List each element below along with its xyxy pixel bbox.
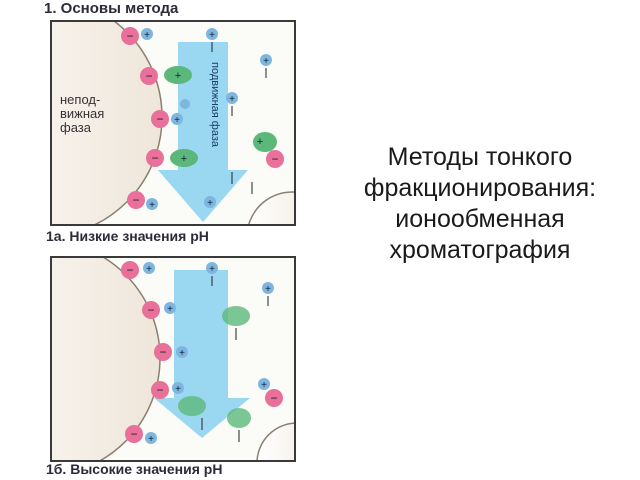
anion-protein-pair-right: + − bbox=[253, 132, 284, 168]
svg-text:−: − bbox=[130, 427, 137, 441]
svg-text:+: + bbox=[263, 56, 269, 67]
ion-pair: − + bbox=[121, 27, 153, 45]
free-cation: + bbox=[204, 196, 216, 209]
svg-text:+: + bbox=[167, 304, 173, 315]
svg-text:−: − bbox=[145, 69, 152, 83]
svg-text:+: + bbox=[261, 380, 267, 391]
svg-text:+: + bbox=[149, 200, 155, 211]
free-cation: + bbox=[262, 282, 274, 306]
svg-text:+: + bbox=[257, 136, 263, 148]
svg-text:+: + bbox=[209, 264, 215, 275]
free-cation bbox=[180, 99, 190, 109]
panel-low-ph-caption: 1а. Низкие значения рН bbox=[46, 228, 209, 244]
panel-high-ph-diagram: − + − + − + − + − + + + bbox=[52, 258, 294, 460]
free-cation: + − bbox=[258, 378, 283, 407]
ion-pair: − + bbox=[154, 343, 188, 361]
svg-text:+: + bbox=[179, 348, 185, 359]
ion-pair: − + bbox=[121, 261, 155, 279]
panel-low-ph-diagram: подвижная фаза непод- вижная фаза − + − … bbox=[52, 22, 294, 224]
ion-pair: − + bbox=[142, 301, 176, 319]
svg-text:−: − bbox=[271, 152, 278, 166]
svg-text:−: − bbox=[270, 391, 277, 405]
svg-text:+: + bbox=[148, 434, 154, 445]
svg-text:−: − bbox=[156, 112, 163, 126]
svg-text:+: + bbox=[207, 198, 213, 209]
svg-text:−: − bbox=[151, 151, 158, 165]
anion-protein-pair: − + bbox=[140, 66, 192, 85]
free-protein bbox=[178, 396, 206, 416]
svg-text:+: + bbox=[209, 30, 215, 41]
panel-low-ph: подвижная фаза непод- вижная фаза − + − … bbox=[50, 20, 296, 226]
stationary-phase-bead-right bbox=[256, 422, 294, 460]
slide-title-line: Методы тонкого bbox=[387, 143, 573, 171]
svg-text:+: + bbox=[229, 94, 235, 105]
svg-text:+: + bbox=[175, 70, 181, 82]
slide-title-line: ионообменная bbox=[395, 205, 565, 233]
stationary-phase-label-3: фаза bbox=[60, 120, 92, 135]
svg-text:+: + bbox=[181, 153, 187, 165]
svg-text:−: − bbox=[159, 345, 166, 359]
mobile-phase-arrow bbox=[158, 42, 248, 222]
free-cation: + bbox=[226, 92, 238, 116]
free-cation: + bbox=[260, 54, 272, 78]
svg-text:+: + bbox=[144, 30, 150, 41]
svg-text:+: + bbox=[265, 284, 271, 295]
free-protein bbox=[222, 306, 250, 340]
ion-pair: − + bbox=[151, 381, 184, 399]
ion-pair: − + bbox=[127, 191, 158, 211]
slide-title-line: хроматография bbox=[389, 236, 571, 264]
ion-pair: − + bbox=[151, 110, 183, 128]
stationary-phase-bead bbox=[52, 258, 161, 460]
panel-high-ph: − + − + − + − + − + + + bbox=[50, 256, 296, 462]
figure-title: 1. Основы метода bbox=[44, 0, 179, 17]
svg-text:−: − bbox=[132, 193, 139, 207]
svg-text:−: − bbox=[147, 303, 154, 317]
free-cation: + bbox=[206, 262, 218, 286]
svg-text:−: − bbox=[126, 263, 133, 277]
stationary-phase-label-2: вижная bbox=[60, 106, 104, 121]
anion-protein-pair: − + bbox=[146, 149, 198, 167]
free-cation bbox=[231, 172, 253, 194]
panel-high-ph-caption: 1б. Высокие значения рН bbox=[46, 461, 223, 477]
stationary-phase-bead-right bbox=[248, 191, 294, 224]
mobile-phase-label: подвижная фаза bbox=[209, 62, 221, 148]
svg-text:+: + bbox=[175, 384, 181, 395]
svg-text:−: − bbox=[156, 383, 163, 397]
stationary-phase-label-1: непод- bbox=[60, 92, 100, 107]
slide-title: Методы тонкого фракционирования: ионообм… bbox=[330, 142, 630, 266]
svg-text:+: + bbox=[146, 264, 152, 275]
slide-title-line: фракционирования: bbox=[363, 174, 597, 202]
free-cation: + bbox=[206, 28, 218, 52]
free-protein bbox=[227, 408, 251, 442]
ion-pair: − + bbox=[125, 425, 157, 445]
svg-text:−: − bbox=[126, 29, 133, 43]
svg-text:+: + bbox=[174, 115, 180, 126]
